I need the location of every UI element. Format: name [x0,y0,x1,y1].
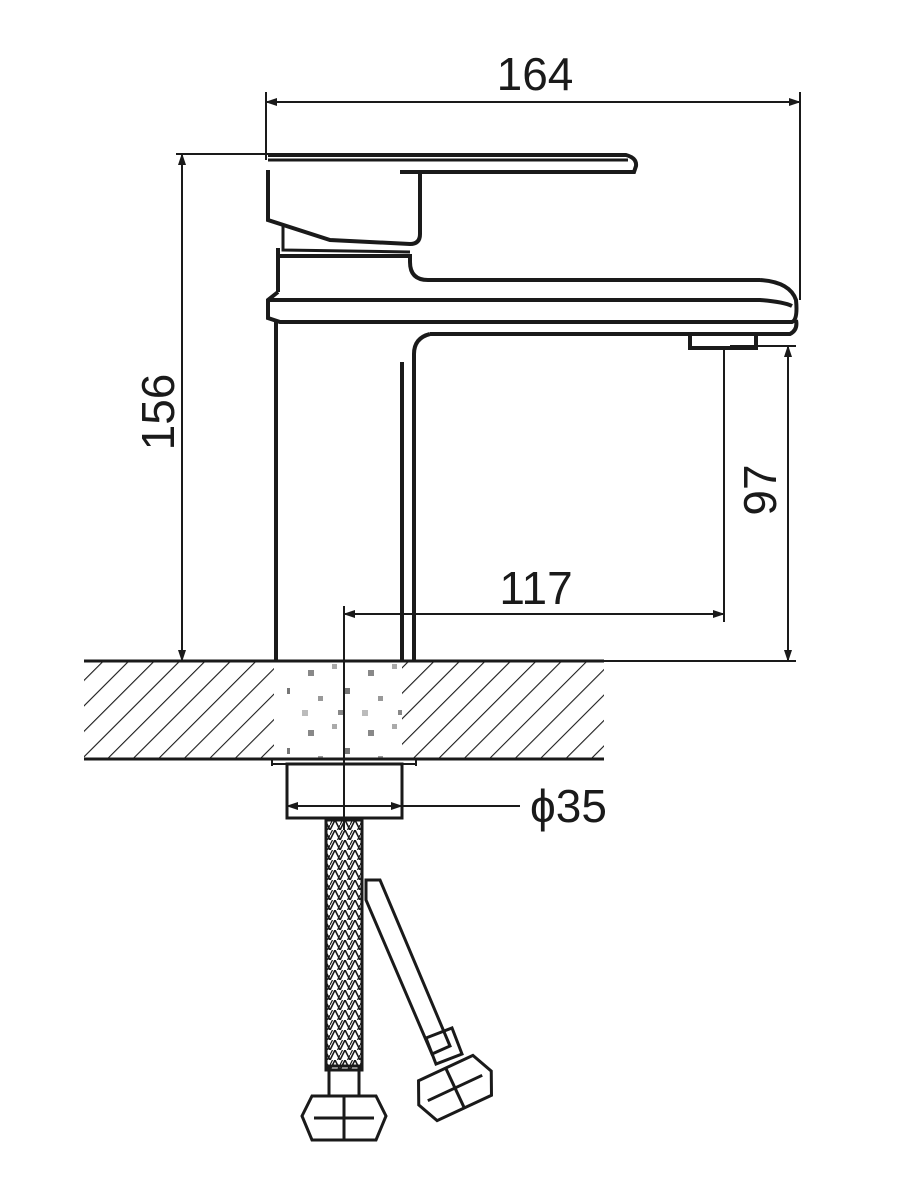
dimension-label-156: 156 [132,374,184,451]
hex-nut-right [417,1053,493,1123]
countertop [84,659,604,761]
dimension-spout-height: 97 [604,345,796,662]
dimension-label-97: 97 [734,464,786,515]
hex-nuts [300,1053,493,1142]
dimension-label-117: 117 [499,562,572,614]
handle-cap [266,170,422,247]
faucet-body [266,153,799,661]
dimension-label-phi35: ϕ35 [530,780,607,832]
dimension-overall-width: 164 [265,48,801,300]
body-neck [276,248,760,282]
dimension-label-164: 164 [497,48,574,100]
countertop-hatch-right [402,661,604,759]
dimension-spout-reach: 117 [343,348,725,661]
hose-angled [364,878,452,1056]
dimension-hole-diameter: ϕ35 [286,661,607,832]
hose-vertical [324,818,364,1072]
supply-hoses [324,818,464,1098]
countertop-hatch-left [84,661,274,759]
spout [266,278,799,324]
hex-nut-left [300,1094,388,1142]
lever-handle [268,153,639,174]
dimension-overall-height: 156 [132,153,270,662]
